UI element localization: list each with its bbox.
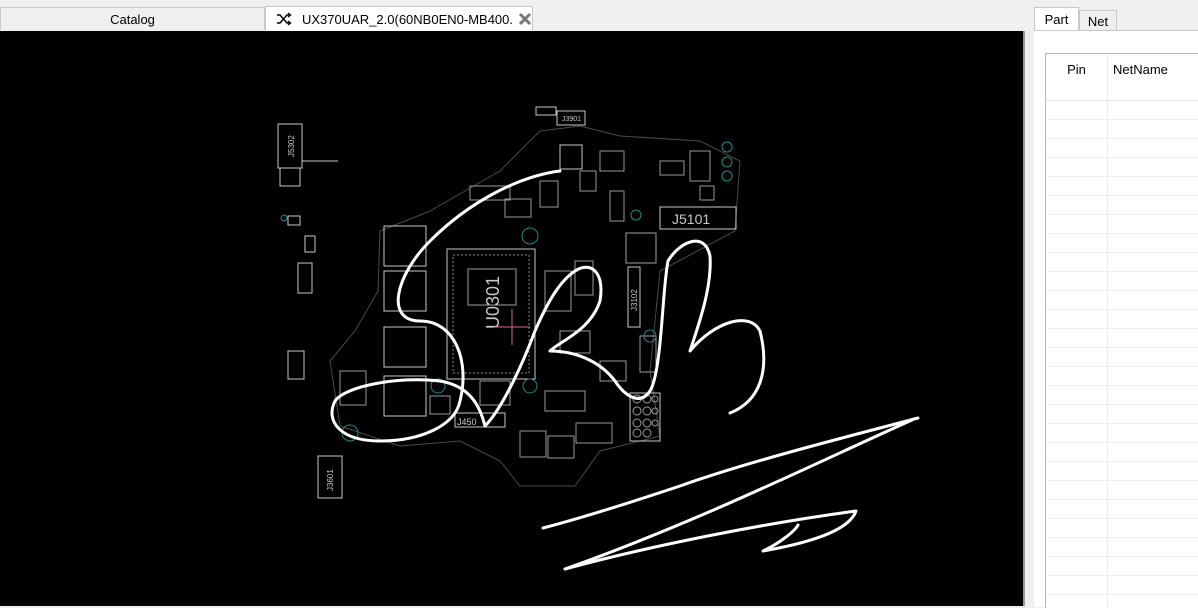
table-row[interactable] [1046,461,1198,462]
close-icon[interactable] [518,12,532,26]
table-row[interactable] [1046,290,1198,291]
table-row[interactable] [1046,480,1198,481]
board-view: U0301 J3901 J5101 J3102 J450 J5302 J3601 [277,106,920,571]
column-header-pin[interactable]: Pin [1067,62,1086,77]
table-row[interactable] [1046,423,1198,424]
table-row[interactable] [1046,176,1198,177]
tab-net-label: Net [1087,14,1109,29]
table-row[interactable] [1046,442,1198,443]
connector-right [659,206,737,230]
table-row[interactable] [1046,575,1198,576]
properties-panel: Part Net Pin NetName [1031,0,1198,608]
table-row[interactable] [1046,366,1198,367]
table-row[interactable] [1046,214,1198,215]
ram-chip-1 [383,225,427,267]
table-row[interactable] [1046,537,1198,538]
table-row[interactable] [1046,594,1198,595]
part-panel-body: Pin NetName [1034,30,1198,608]
tab-catalog[interactable]: Catalog [0,7,265,30]
table-header [1046,54,1198,101]
pin-net-table[interactable]: Pin NetName [1045,53,1198,608]
document-tab-bar: Catalog UX370UAR_2.0(60NB0EN0-MB400... [0,0,1025,31]
column-header-netname[interactable]: NetName [1113,62,1168,77]
connector-top-label: J3901 [562,116,581,123]
connector-top [556,110,586,126]
tab-part-label: Part [1044,12,1069,27]
connector-vertical-label: J3102 [630,289,639,311]
freehand-annotation [330,169,920,571]
table-row[interactable] [1046,499,1198,500]
connector-right-label: J5101 [672,211,710,227]
cpu-label: U0301 [483,276,503,329]
module-right-bottom [629,392,661,442]
table-row[interactable] [1046,385,1198,386]
table-row[interactable] [1046,347,1198,348]
table-row[interactable] [1046,233,1198,234]
connector-vertical [627,266,641,328]
table-row[interactable] [1046,271,1198,272]
table-row[interactable] [1046,195,1198,196]
table-row[interactable] [1046,328,1198,329]
shuffle-icon [277,12,292,26]
tab-catalog-label: Catalog [110,11,155,27]
module-left-top-label: J5302 [287,135,296,157]
ram-chip-2 [383,270,427,312]
table-row[interactable] [1046,404,1198,405]
table-row[interactable] [1046,252,1198,253]
table-row[interactable] [1046,309,1198,310]
table-row[interactable] [1046,157,1198,158]
tab-board-document[interactable]: UX370UAR_2.0(60NB0EN0-MB400... [265,6,533,31]
cpu-outline [446,248,536,380]
module-left-bottom-label: J3601 [326,469,335,491]
module-left-bottom [317,455,343,499]
module-left-top-pads [279,167,301,187]
connector-bottom-label: J450 [457,417,477,427]
table-row[interactable] [1046,119,1198,120]
tab-net[interactable]: Net [1079,10,1117,32]
ram-chip-3 [383,326,427,368]
tab-part[interactable]: Part [1034,7,1079,31]
tab-board-document-label: UX370UAR_2.0(60NB0EN0-MB400... [302,11,512,27]
board-canvas[interactable]: U0301 J3901 J5101 J3102 J450 J5302 J3601 [0,31,1025,606]
table-row[interactable] [1046,518,1198,519]
part-left-square [287,350,305,380]
table-row[interactable] [1046,556,1198,557]
table-row[interactable] [1046,138,1198,139]
ram-chip-4 [383,375,427,417]
crosshair-cursor [494,309,530,345]
